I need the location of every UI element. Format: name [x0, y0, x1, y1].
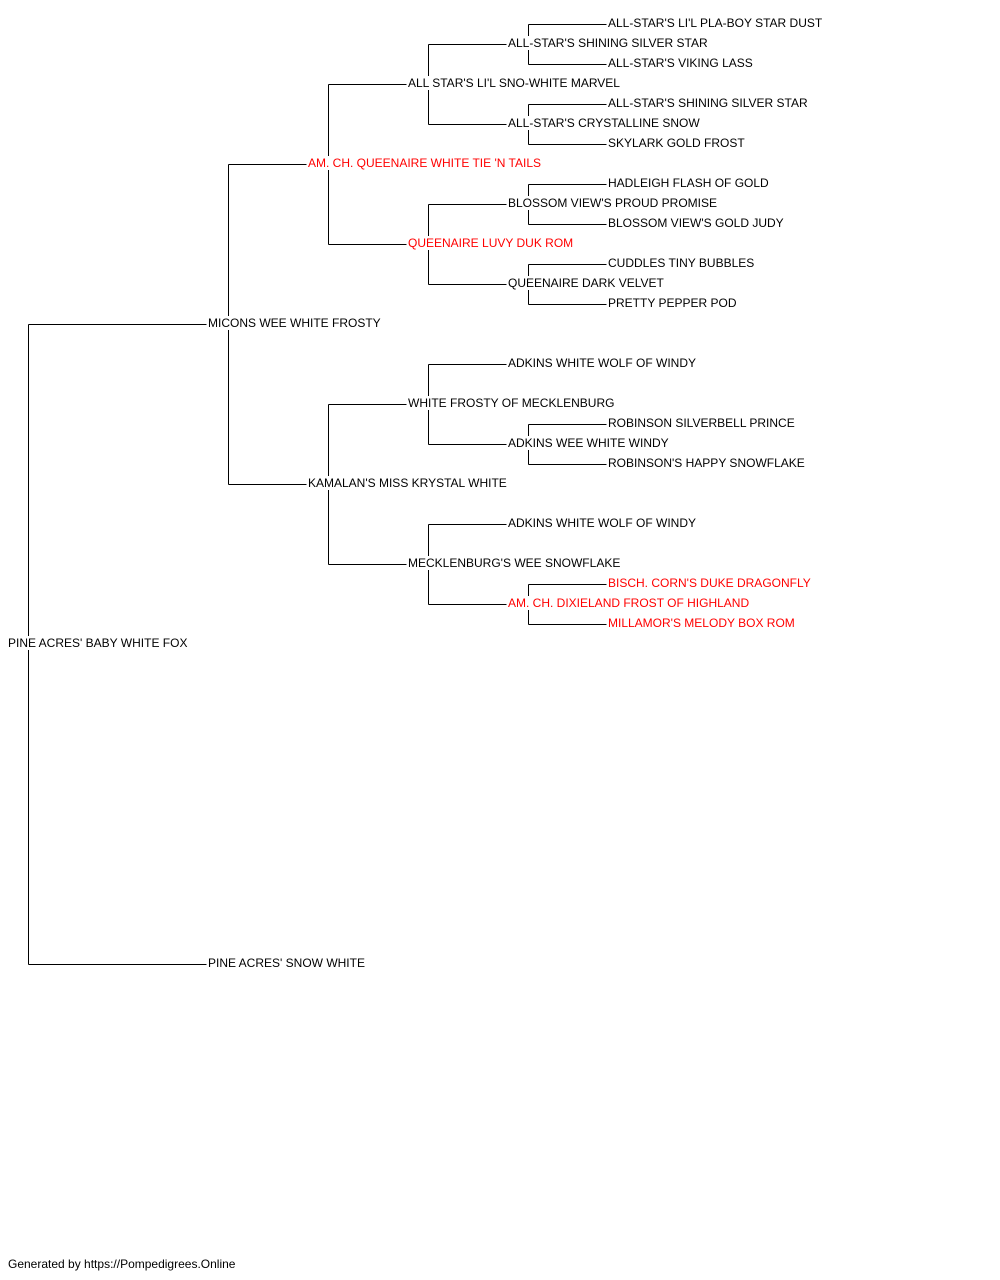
pedigree-sssd: ALL-STAR'S CRYSTALLINE SNOW [508, 116, 702, 130]
pedigree-ssdsd: BLOSSOM VIEW'S GOLD JUDY [608, 216, 786, 230]
footer-credit: Generated by https://Pompedigrees.Online [8, 1257, 236, 1271]
pedigree-sdd: MECKLENBURG'S WEE SNOWFLAKE [408, 556, 623, 570]
pedigree-sdss: ADKINS WHITE WOLF OF WINDY [508, 356, 698, 370]
pedigree-ssd: QUEENAIRE LUVY DUK ROM [408, 236, 576, 250]
pedigree-sds: WHITE FROSTY OF MECKLENBURG [408, 396, 617, 410]
pedigree-sss: ALL STAR'S LI'L SNO-WHITE MARVEL [408, 76, 622, 90]
pedigree-ssss: ALL-STAR'S SHINING SILVER STAR [508, 36, 710, 50]
pedigree-sddds: BISCH. CORN'S DUKE DRAGONFLY [608, 576, 813, 590]
pedigree-sdsds: ROBINSON SILVERBELL PRINCE [608, 416, 797, 430]
pedigree-sssds: ALL-STAR'S SHINING SILVER STAR [608, 96, 810, 110]
pedigree-ssds: BLOSSOM VIEW'S PROUD PROMISE [508, 196, 719, 210]
pedigree-ssdss: HADLEIGH FLASH OF GOLD [608, 176, 771, 190]
pedigree-sdsd: ADKINS WEE WHITE WINDY [508, 436, 671, 450]
pedigree-sssdd: SKYLARK GOLD FROST [608, 136, 747, 150]
pedigree-sire: MICONS WEE WHITE FROSTY [208, 316, 383, 330]
pedigree-subject: PINE ACRES' BABY WHITE FOX [8, 636, 190, 650]
pedigree-sssss: ALL-STAR'S LI'L PLA-BOY STAR DUST [608, 16, 825, 30]
pedigree-sdddd: MILLAMOR'S MELODY BOX ROM [608, 616, 797, 630]
pedigree-ssdds: CUDDLES TINY BUBBLES [608, 256, 757, 270]
pedigree-sire-dam: KAMALAN'S MISS KRYSTAL WHITE [308, 476, 509, 490]
pedigree-ssdd: QUEENAIRE DARK VELVET [508, 276, 666, 290]
pedigree-sdds: ADKINS WHITE WOLF OF WINDY [508, 516, 698, 530]
pedigree-dam: PINE ACRES' SNOW WHITE [208, 956, 367, 970]
pedigree-ssssd: ALL-STAR'S VIKING LASS [608, 56, 755, 70]
pedigree-sire-sire: AM. CH. QUEENAIRE WHITE TIE 'N TAILS [308, 156, 543, 170]
pedigree-sddd: AM. CH. DIXIELAND FROST OF HIGHLAND [508, 596, 752, 610]
pedigree-ssddd: PRETTY PEPPER POD [608, 296, 739, 310]
pedigree-sdsdd: ROBINSON'S HAPPY SNOWFLAKE [608, 456, 807, 470]
